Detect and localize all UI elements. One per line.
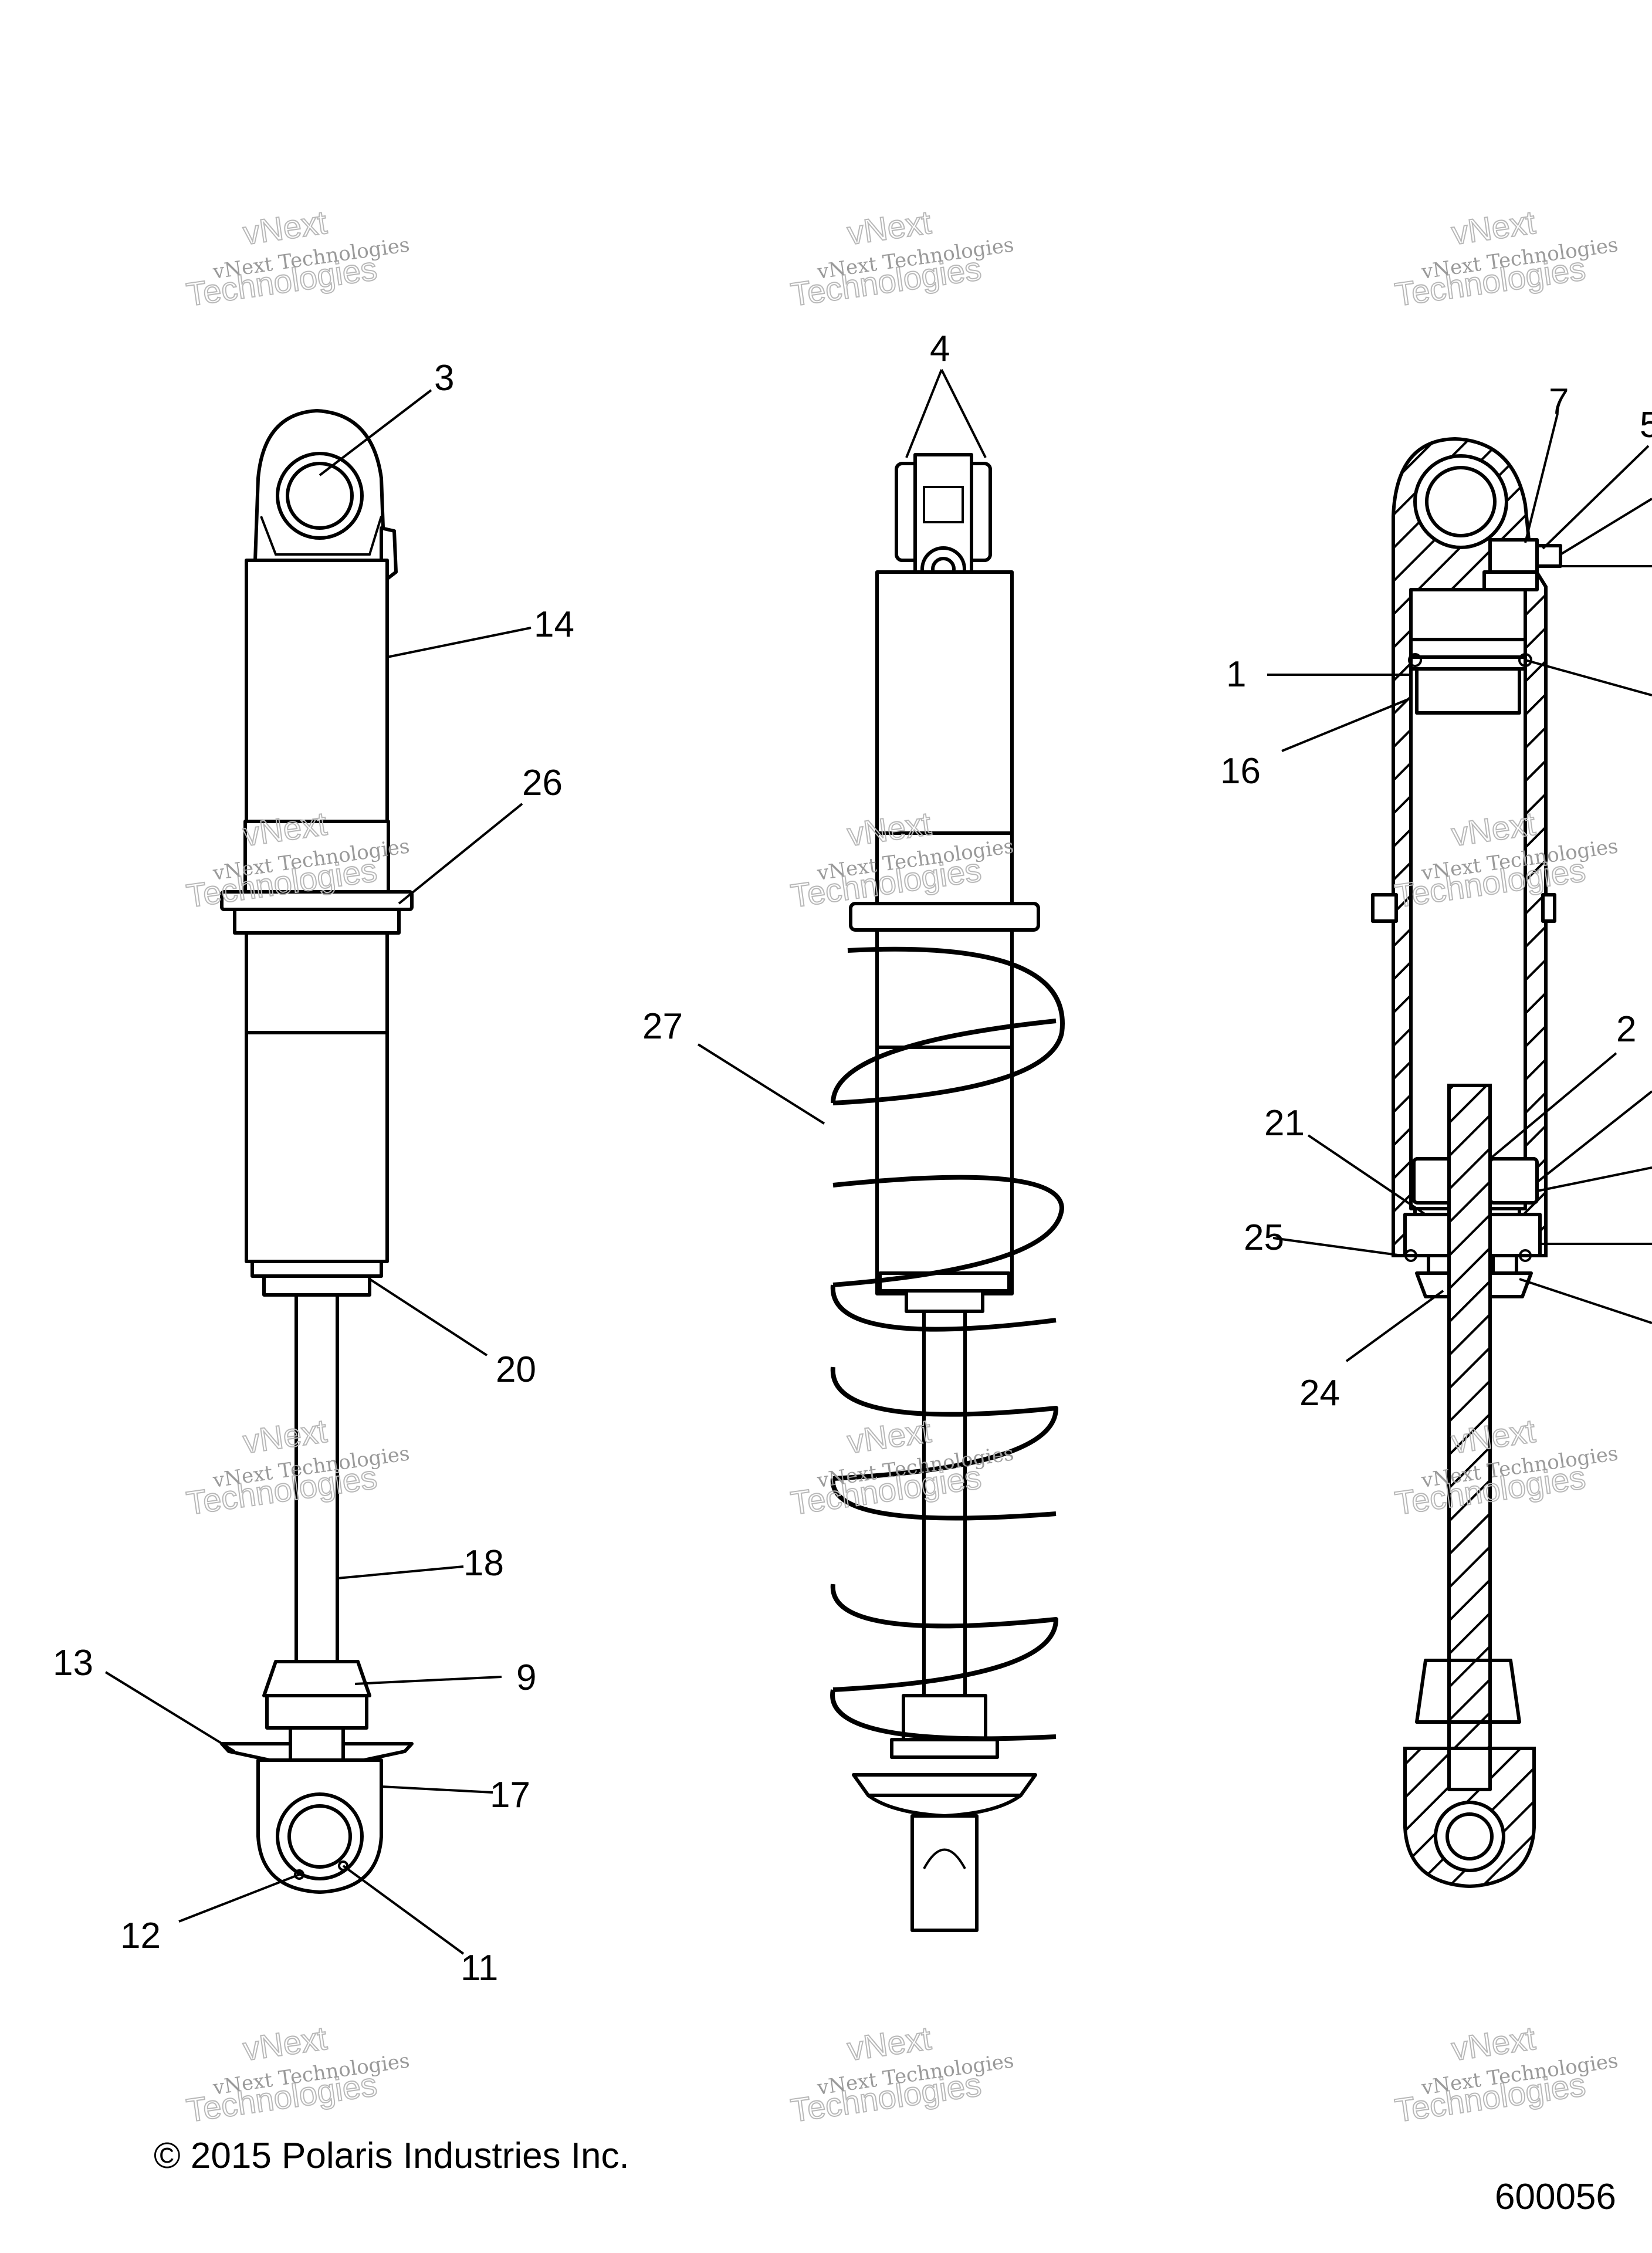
- watermark-bc: vNext Technologies vNext Technologies: [788, 2019, 1015, 2130]
- watermark-tr: vNext Technologies vNext Technologies: [1392, 203, 1620, 314]
- callout-4: 4: [930, 329, 950, 369]
- svg-text:vNext: vNext: [241, 204, 329, 252]
- callout-24: 24: [1299, 1373, 1340, 1413]
- callout-1: 1: [1226, 654, 1246, 695]
- figure-id: 600056: [1495, 2177, 1616, 2217]
- leader-lines: [104, 369, 1652, 1955]
- svg-text:vNext: vNext: [845, 1412, 933, 1460]
- callout-7: 7: [1549, 381, 1569, 422]
- copyright-text: © 2015 Polaris Industries Inc.: [154, 2136, 629, 2176]
- callout-27: 27: [642, 1006, 683, 1047]
- callout-12: 12: [120, 1916, 161, 1956]
- watermark-tc: vNext Technologies vNext Technologies: [788, 203, 1015, 314]
- watermark-br: vNext Technologies vNext Technologies: [1392, 2019, 1620, 2130]
- callout-5: 5: [1640, 405, 1652, 445]
- callout-17: 17: [490, 1775, 530, 1815]
- callout-26: 26: [522, 763, 563, 803]
- callout-3: 3: [434, 358, 454, 398]
- watermark-lc: vNext Technologies vNext Technologies: [788, 1412, 1015, 1523]
- shock-view-left: [220, 409, 414, 1894]
- callout-11: 11: [461, 1948, 498, 1988]
- watermark-tl: vNext Technologies vNext Technologies: [184, 203, 411, 314]
- svg-text:vNext: vNext: [1449, 204, 1538, 252]
- callout-2: 2: [1616, 1009, 1636, 1050]
- callout-9: 9: [516, 1657, 536, 1698]
- svg-text:vNext: vNext: [845, 204, 933, 252]
- callout-20: 20: [496, 1349, 536, 1390]
- svg-text:vNext: vNext: [1449, 2019, 1538, 2068]
- watermark-bl: vNext Technologies vNext Technologies: [184, 2019, 411, 2130]
- shock-view-right-section: [1371, 437, 1562, 1889]
- watermark-ll: vNext Technologies vNext Technologies: [184, 1412, 411, 1523]
- svg-text:vNext: vNext: [845, 2019, 933, 2068]
- callout-13: 13: [53, 1643, 93, 1683]
- callout-21: 21: [1264, 1103, 1305, 1144]
- svg-text:vNext: vNext: [241, 2019, 329, 2068]
- watermark-lr: vNext Technologies vNext Technologies: [1392, 1412, 1620, 1523]
- callout-25: 25: [1244, 1217, 1284, 1258]
- callout-18: 18: [463, 1543, 504, 1584]
- shock-view-center-with-spring: [830, 453, 1065, 1932]
- callout-16: 16: [1220, 751, 1261, 791]
- callout-labels: 3 14 26 20 18 13 9 17 12 11 4 27 7 5 1 1…: [53, 329, 1652, 1988]
- callout-14: 14: [534, 604, 574, 645]
